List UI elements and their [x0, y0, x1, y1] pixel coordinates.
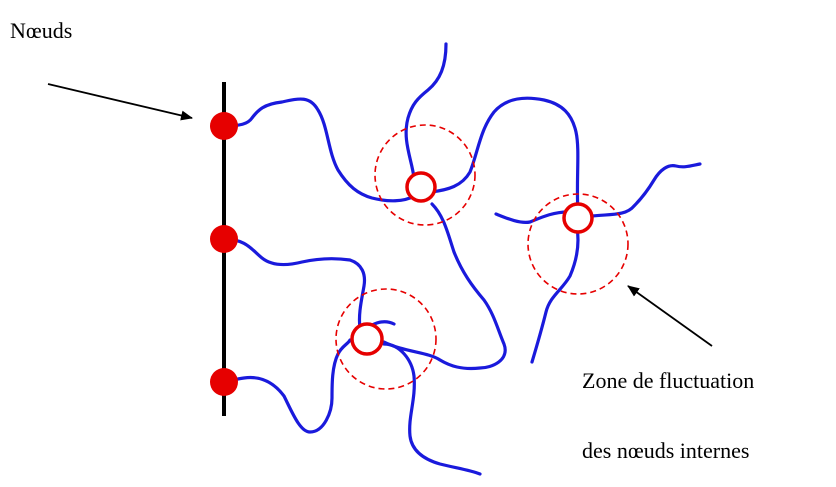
internal-node: [350, 322, 384, 356]
zone-label-line2: des nœuds internes: [582, 438, 749, 463]
nodes-arrow: [47, 83, 193, 121]
chain-strand: [590, 162, 702, 218]
chain-strand: [382, 202, 507, 371]
chain-strand: [530, 226, 580, 364]
chain-strand: [382, 342, 482, 476]
chain-group: [222, 42, 702, 476]
fluctuation-zone: [374, 124, 476, 226]
chain-strand: [222, 237, 367, 330]
internal-node-group: [350, 171, 594, 356]
fixed-node: [210, 225, 238, 253]
fluctuation-zone-group: [335, 124, 629, 390]
chain-strand: [494, 210, 570, 224]
chain-strand: [429, 96, 580, 216]
fluctuation-zone: [527, 193, 629, 295]
fixed-node: [210, 368, 238, 396]
zone-arrow: [627, 285, 713, 347]
zone-label-line1: Zone de fluctuation: [582, 368, 754, 393]
fixed-node: [210, 112, 238, 140]
internal-node: [562, 202, 594, 234]
internal-node: [405, 171, 437, 203]
fluctuation-zone: [335, 288, 437, 390]
chain-strand: [404, 42, 448, 180]
chain-strand: [222, 338, 352, 434]
chain-strand: [222, 97, 416, 203]
nodes-label: Nœuds: [10, 18, 72, 43]
fixed-node-group: [210, 112, 238, 396]
